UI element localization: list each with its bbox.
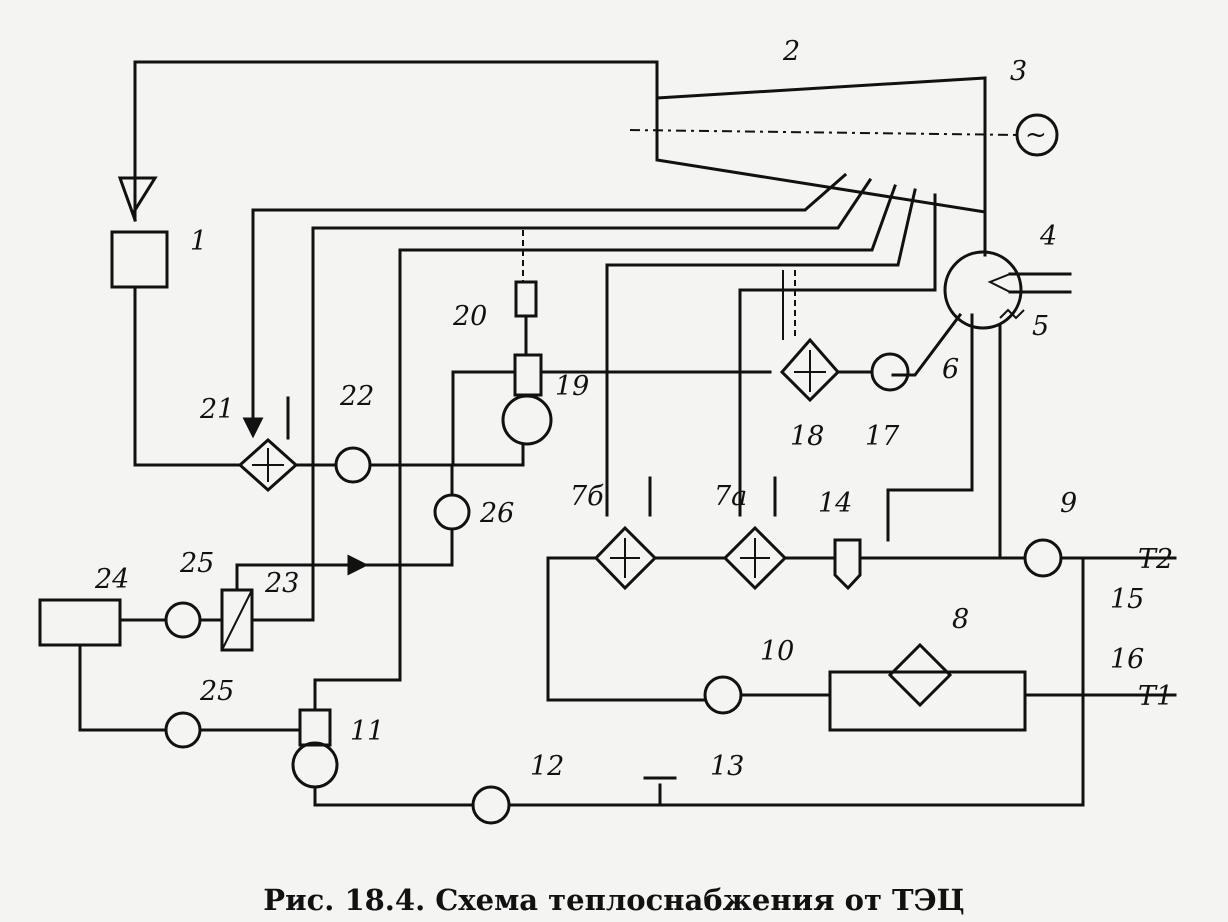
mud-trap-14 [833,538,862,591]
label-25-bottom: 25 [199,676,234,707]
labels: 1 2 3 4 5 6 7а 7б 8 9 10 11 12 13 14 15 … [94,36,1173,782]
label-4: 4 [1039,221,1057,252]
label-16: 16 [1110,644,1144,675]
label-7b: 7б [570,481,604,512]
supply-line [546,556,1177,807]
label-11: 11 [350,716,384,747]
deaerator-19 [451,280,772,467]
label-15: 15 [1110,584,1144,615]
label-10: 10 [760,636,794,667]
label-t1: Т1 [1138,681,1173,712]
figure-caption: Рис. 18.4. Схема теплоснабжения от ТЭЦ [263,883,964,917]
label-18: 18 [790,421,824,452]
label-t2: Т2 [1138,544,1173,575]
label-25-top: 25 [179,548,214,579]
label-24: 24 [94,564,129,595]
pump-26 [238,463,471,576]
pump-25a [164,601,202,639]
deaerator-11 [298,708,332,747]
heater-21 [237,396,337,493]
label-2: 2 [782,36,800,67]
heater-8 [887,642,953,708]
network-heaters [546,313,1177,702]
label-22: 22 [339,381,374,412]
pump-25b [164,711,202,749]
label-21: 21 [199,394,234,425]
label-12: 12 [530,751,564,782]
pump-17 [870,352,910,392]
label-14: 14 [818,488,852,519]
heater-7b [593,525,658,591]
label-26: 26 [479,498,514,529]
label-17: 17 [865,421,900,452]
label-9: 9 [1060,488,1077,519]
turbine: ~ [629,76,1059,214]
label-23: 23 [264,568,299,599]
label-6: 6 [942,354,959,385]
label-13: 13 [710,751,744,782]
heater-18 [779,337,874,403]
pump-10 [703,675,743,715]
label-1: 1 [190,226,207,257]
boiler-loop [110,60,659,467]
condenser [891,210,1072,558]
pump-12 [471,785,511,825]
pump-22 [334,446,525,484]
generator-symbol: ~ [1025,120,1047,150]
boiler [110,230,169,289]
generator [1015,113,1059,157]
pump-9 [1023,538,1063,578]
label-8: 8 [952,604,969,635]
label-7a: 7а [714,481,747,512]
label-20: 20 [452,301,487,332]
makeup-system [38,548,1085,825]
label-19: 19 [555,371,589,402]
label-5: 5 [1032,311,1049,342]
tank-24 [38,598,122,647]
extraction-lines [242,172,937,682]
label-3: 3 [1010,56,1027,87]
valve-20 [514,280,538,318]
heater-7a [722,525,788,591]
